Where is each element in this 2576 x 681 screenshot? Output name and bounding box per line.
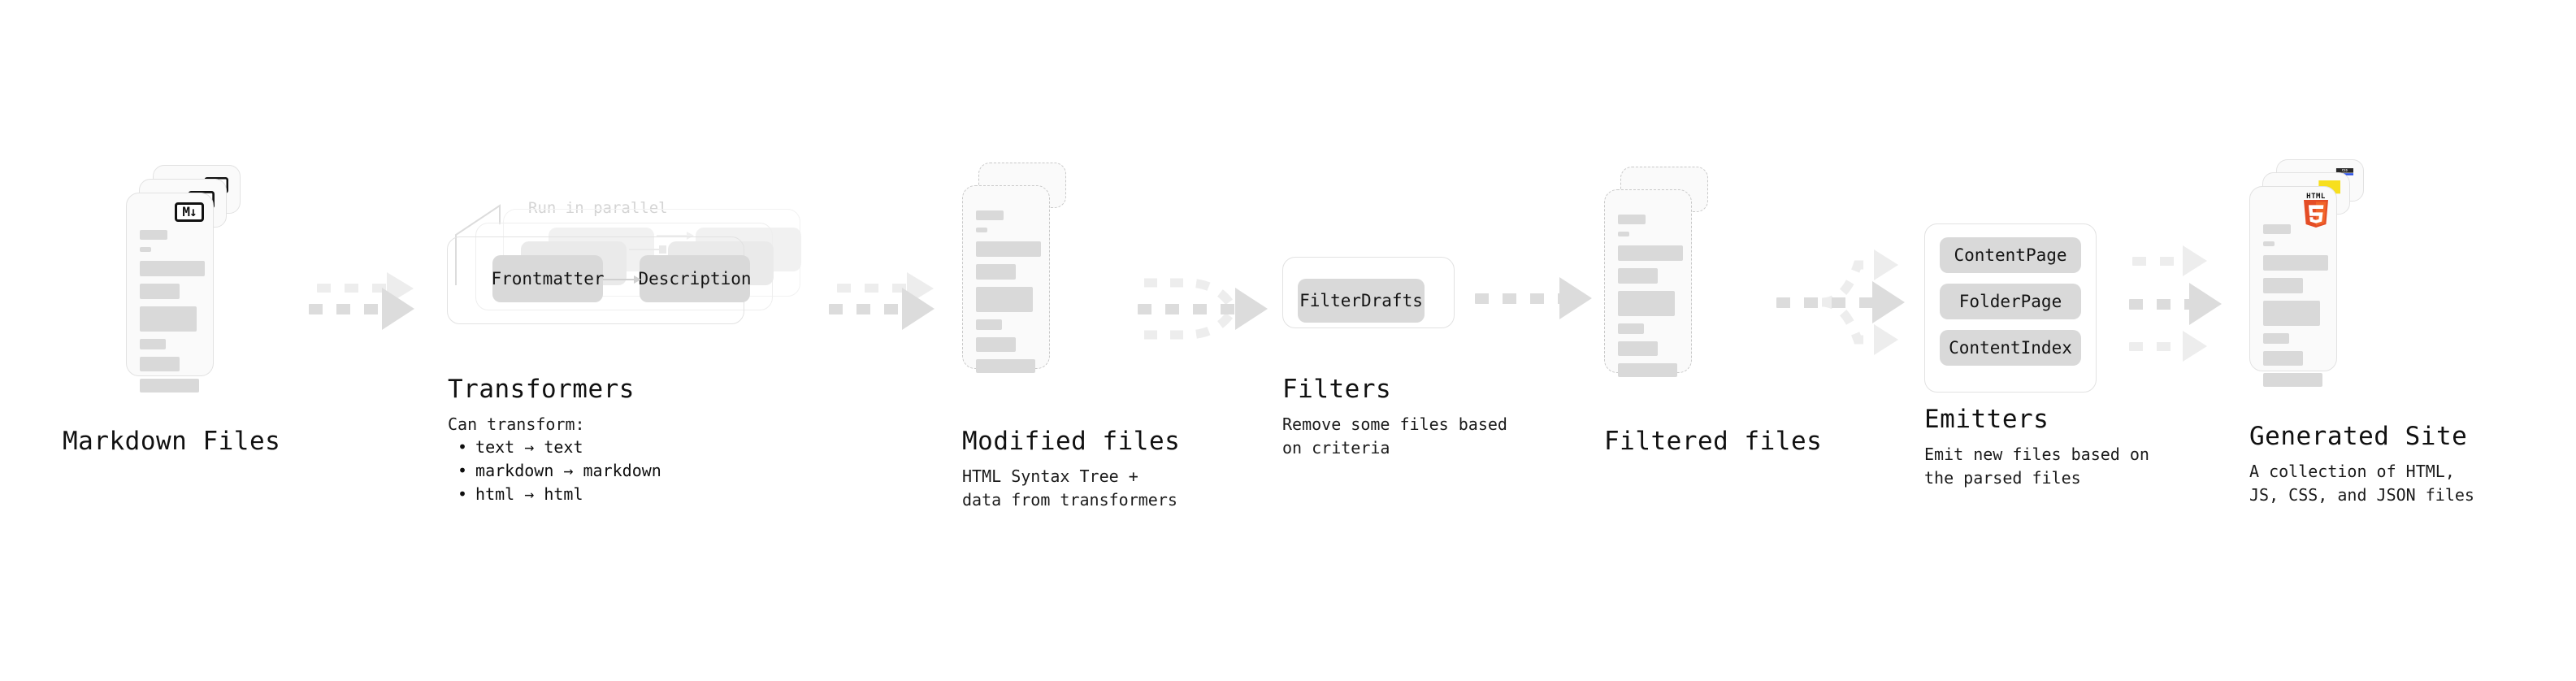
arrow-dash	[1138, 304, 1242, 314]
modified-placeholder-lines	[976, 210, 1041, 380]
html5-badge-top-label: HTML	[2306, 193, 2326, 201]
transformer-chip-description[interactable]: Description	[638, 255, 752, 302]
arrow-head	[1235, 288, 1268, 330]
arrow-head	[902, 288, 935, 330]
filters-chip-filterdrafts[interactable]: FilterDrafts	[1298, 279, 1425, 323]
transform-item: text → text	[458, 436, 661, 459]
arrow-head	[382, 288, 414, 330]
arrow-dash-faded	[837, 284, 912, 293]
run-in-parallel-bracket	[455, 204, 501, 285]
filters-title: Filters	[1282, 375, 1392, 404]
emitters-title: Emitters	[1924, 405, 2049, 434]
arrow-dash-faded	[317, 284, 392, 293]
transformers-title-main: Transformers	[448, 375, 635, 404]
filters-caption: Remove some files based on criteria	[1282, 414, 1507, 458]
arrow-head-center	[2189, 283, 2222, 325]
transformers-caption-lead: Can transform:	[448, 414, 585, 434]
arrow-filters-to-filtered	[1475, 276, 1597, 325]
generated-site-title: Generated Site	[2249, 422, 2468, 451]
transformers-caption-list: text → text markdown → markdown html → h…	[458, 436, 661, 506]
transformer-inner-arrow-head	[634, 275, 641, 284]
arrow-dash	[829, 304, 907, 314]
arrow-head-top	[2183, 245, 2207, 276]
generated-site-placeholder-lines	[2263, 224, 2328, 394]
css-badge-label: CSS	[2341, 168, 2348, 172]
markdown-file-sheet-front: M↓	[126, 193, 214, 393]
generated-site-caption: A collection of HTML, JS, CSS, and JSON …	[2249, 462, 2474, 505]
markdown-placeholder-lines	[140, 230, 205, 400]
arrow-head-bottom	[2183, 331, 2207, 362]
generated-site-sheet-html: HTML	[2249, 186, 2337, 387]
arrow-dash-center	[2129, 299, 2196, 310]
transform-item: html → html	[458, 483, 661, 506]
arrow-head-bottom	[1874, 324, 1898, 355]
arrow-dash-bottom	[2129, 342, 2189, 351]
filtered-file-sheet-front	[1604, 189, 1692, 377]
transformer-inner-arrow-head-back2	[687, 232, 694, 240]
transformer-inner-arrow-line-back1	[629, 249, 660, 250]
markdown-badge-slot: M↓	[175, 202, 204, 222]
emitters-chip-folderpage[interactable]: FolderPage	[1940, 284, 2081, 319]
arrow-dash-top	[2132, 257, 2189, 266]
html5-badge-slot: HTML	[2302, 193, 2330, 228]
arrow-head-center	[1872, 281, 1905, 323]
arrow-markdown-to-transformers	[309, 272, 439, 345]
run-in-parallel-label: Run in parallel	[528, 199, 668, 217]
arrow-dash	[1475, 293, 1564, 304]
filtered-files-title: Filtered files	[1604, 427, 1823, 456]
emitters-chip-contentpage[interactable]: ContentPage	[1940, 237, 2081, 273]
markdown-files-title: Markdown Files	[63, 427, 281, 456]
markdown-badge-icon: M↓	[175, 202, 204, 222]
transformer-inner-arrow-line-back2	[657, 235, 687, 236]
emitters-caption: Emit new files based on the parsed files	[1924, 445, 2149, 488]
arrow-dash	[309, 304, 387, 314]
modified-files-caption: HTML Syntax Tree + data from transformer…	[962, 466, 1177, 510]
arrow-transformers-to-modified	[829, 272, 959, 345]
arrow-head	[1559, 277, 1592, 319]
html5-badge-icon: HTML	[2302, 193, 2330, 228]
transformer-chip-frontmatter[interactable]: Frontmatter	[491, 255, 605, 302]
modified-file-sheet-front	[962, 185, 1050, 373]
emitters-chip-contentindex[interactable]: ContentIndex	[1940, 330, 2081, 366]
arrow-emitters-to-site	[2129, 236, 2259, 374]
arrow-modified-to-filters	[1138, 260, 1284, 358]
transformer-inner-arrow-head-back1	[659, 245, 666, 254]
transformer-inner-arrow-line	[603, 279, 635, 280]
filtered-placeholder-lines	[1618, 215, 1683, 384]
transform-item: markdown → markdown	[458, 459, 661, 483]
modified-files-title: Modified files	[962, 427, 1181, 456]
arrow-dash-center	[1776, 297, 1880, 308]
arrow-filtered-to-emitters	[1776, 234, 1923, 371]
arrow-head-top	[1874, 249, 1898, 280]
